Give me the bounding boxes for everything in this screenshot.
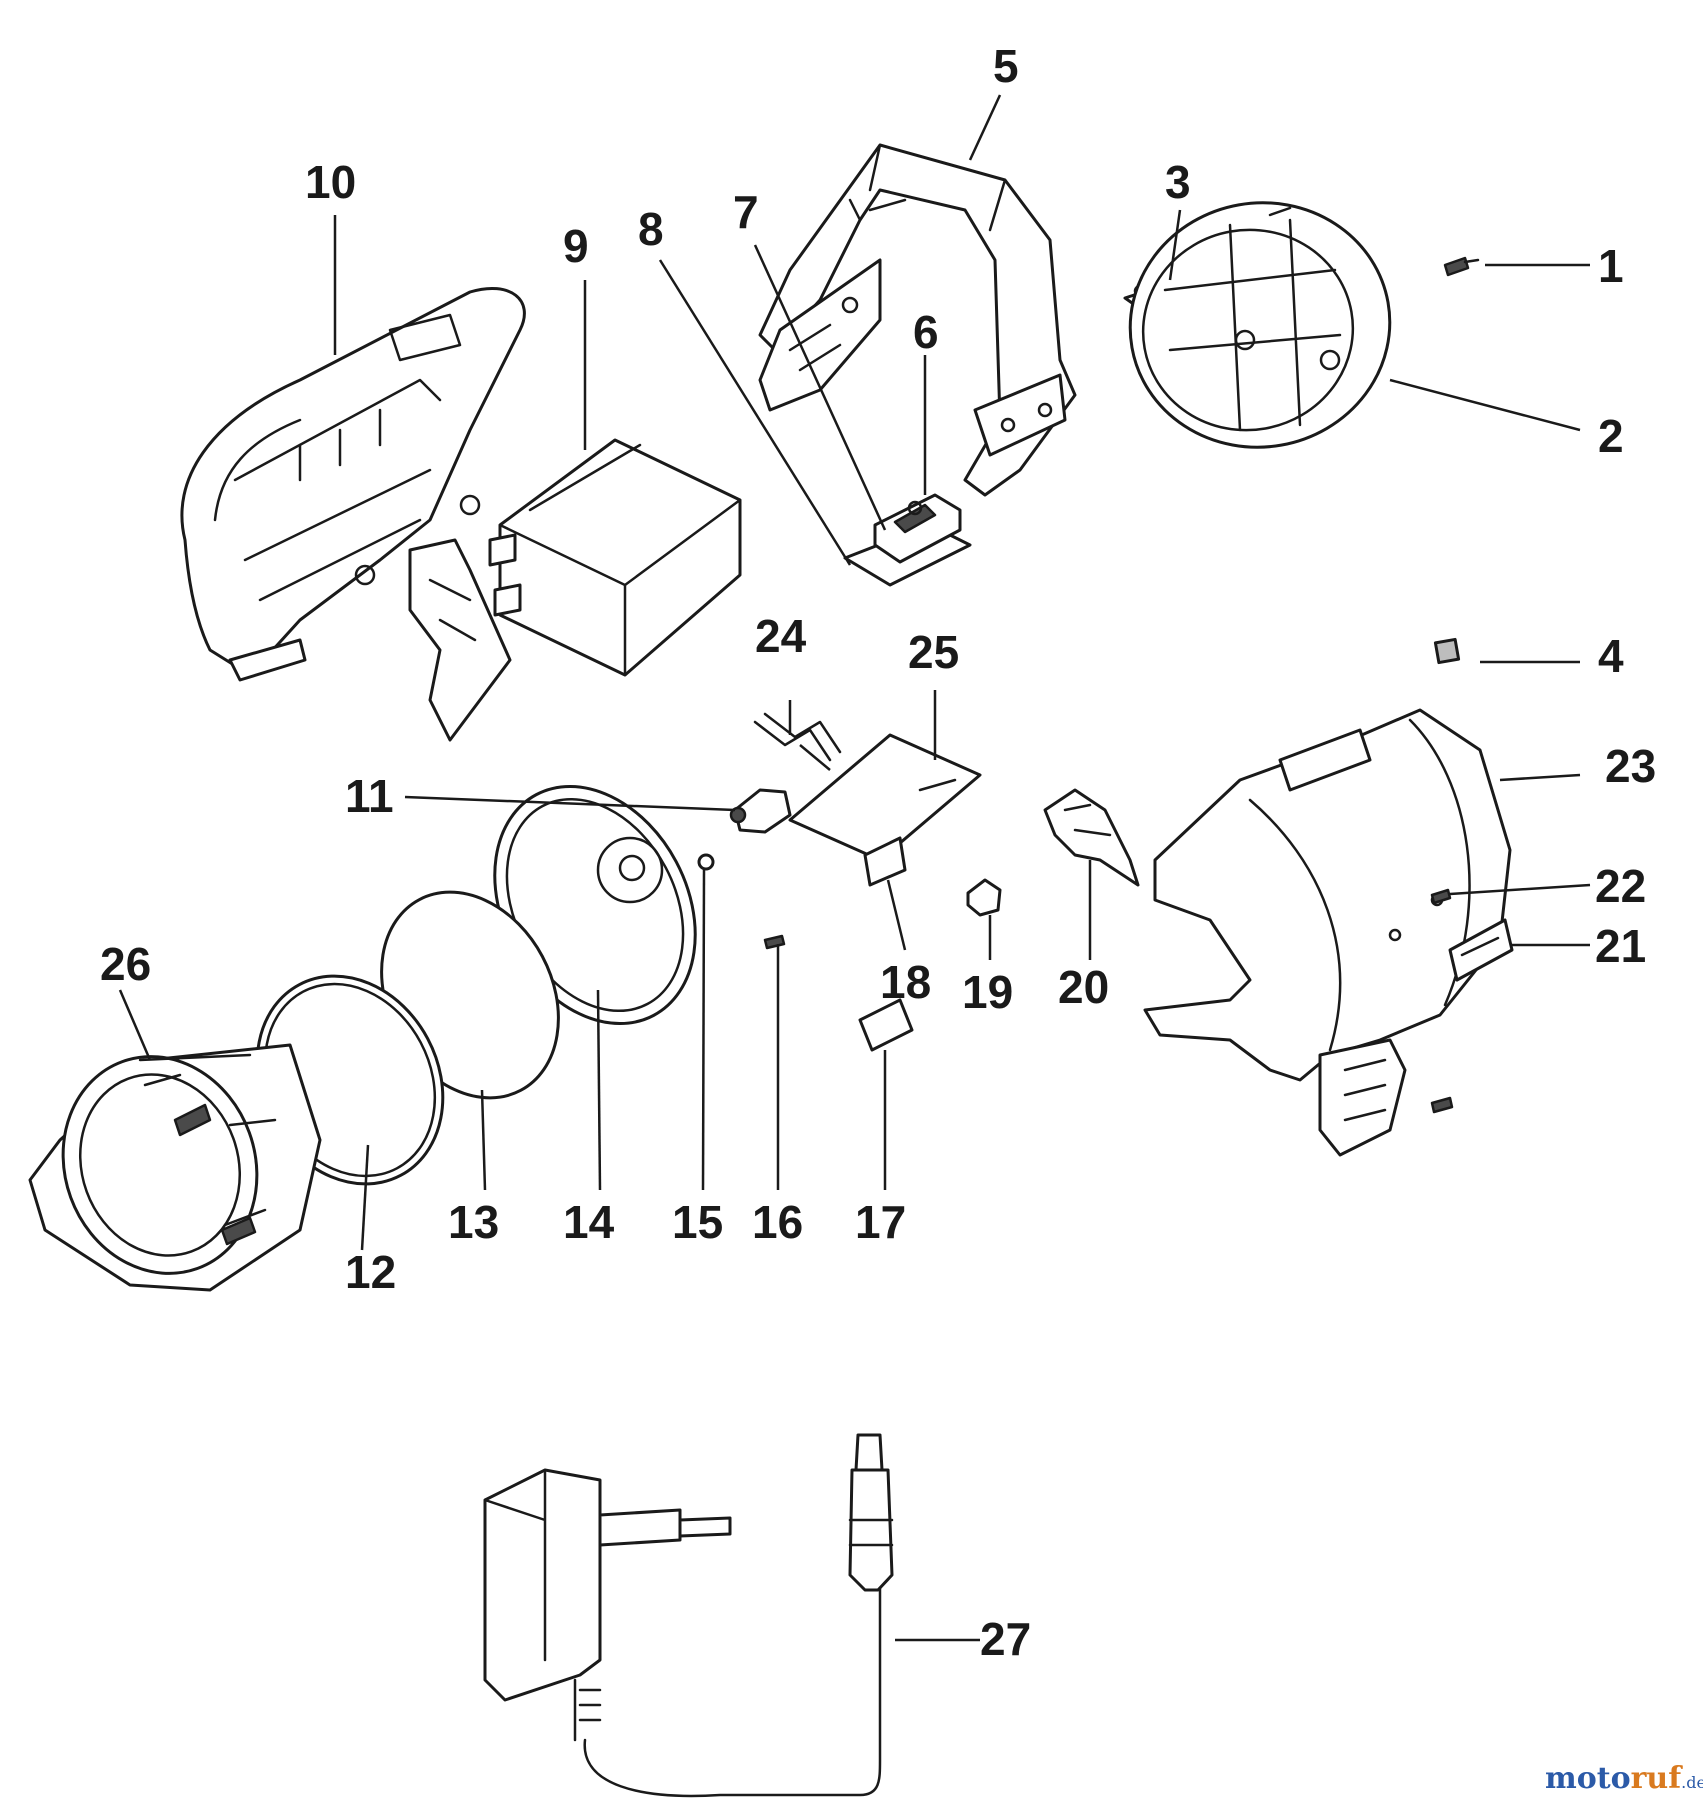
callout-15: 15 bbox=[672, 1196, 723, 1248]
callout-13: 13 bbox=[448, 1196, 499, 1248]
callout-1: 1 bbox=[1598, 240, 1624, 292]
trigger-lever bbox=[1043, 788, 1140, 887]
svg-text:motoruf.de: motoruf.de bbox=[1545, 1761, 1703, 1796]
small-knob bbox=[966, 878, 1002, 917]
callout-8: 8 bbox=[638, 203, 664, 255]
callout-26: 26 bbox=[100, 938, 151, 990]
callout-24: 24 bbox=[755, 610, 807, 662]
callout-21: 21 bbox=[1595, 920, 1646, 972]
watermark-suffix: .de bbox=[1681, 1773, 1703, 1792]
screw-22 bbox=[1430, 888, 1452, 905]
hex-nut bbox=[697, 853, 715, 871]
leader-lines bbox=[118, 94, 1591, 1642]
circuit-board bbox=[788, 733, 982, 862]
front-bezel bbox=[28, 1043, 322, 1292]
left-housing-half bbox=[180, 286, 526, 742]
brand-badge bbox=[1448, 918, 1514, 982]
callout-2: 2 bbox=[1598, 410, 1624, 462]
callout-7: 7 bbox=[733, 186, 759, 238]
callout-18: 18 bbox=[880, 956, 931, 1008]
screw-16 bbox=[763, 934, 786, 950]
battery-pack bbox=[488, 438, 742, 677]
callout-12: 12 bbox=[345, 1246, 396, 1298]
screw-1 bbox=[1443, 256, 1480, 277]
callout-3: 3 bbox=[1165, 156, 1191, 208]
screw-lower-housing bbox=[1430, 1096, 1454, 1114]
callout-labels: 1 2 3 4 5 6 7 8 9 10 11 12 13 14 15 16 1… bbox=[100, 40, 1656, 1665]
callout-4: 4 bbox=[1598, 630, 1624, 682]
callout-9: 9 bbox=[563, 220, 589, 272]
callout-27: 27 bbox=[980, 1613, 1031, 1665]
callout-6: 6 bbox=[913, 306, 939, 358]
callout-19: 19 bbox=[962, 966, 1013, 1018]
callout-20: 20 bbox=[1058, 961, 1109, 1013]
carry-handle bbox=[758, 143, 1077, 497]
watermark: motoruf.de bbox=[1545, 1761, 1703, 1796]
connector-block bbox=[863, 836, 907, 887]
callout-25: 25 bbox=[908, 626, 959, 678]
rear-end-cap bbox=[1128, 201, 1392, 449]
spring-clip bbox=[753, 712, 842, 762]
callout-17: 17 bbox=[855, 1196, 906, 1248]
callout-23: 23 bbox=[1605, 740, 1656, 792]
callout-22: 22 bbox=[1595, 860, 1646, 912]
right-housing-half bbox=[1143, 708, 1512, 1157]
callout-10: 10 bbox=[305, 156, 356, 208]
charger-adapter bbox=[483, 1433, 894, 1798]
callout-5: 5 bbox=[993, 40, 1019, 92]
bulb bbox=[729, 788, 792, 834]
callout-16: 16 bbox=[752, 1196, 803, 1248]
callout-14: 14 bbox=[563, 1196, 615, 1248]
watermark-part-b: ruf bbox=[1631, 1761, 1684, 1796]
switch-module bbox=[858, 998, 914, 1052]
callout-11: 11 bbox=[345, 770, 394, 822]
rocker-switch bbox=[873, 493, 962, 564]
watermark-part-a: moto bbox=[1545, 1761, 1631, 1796]
square-nut bbox=[1433, 637, 1461, 665]
